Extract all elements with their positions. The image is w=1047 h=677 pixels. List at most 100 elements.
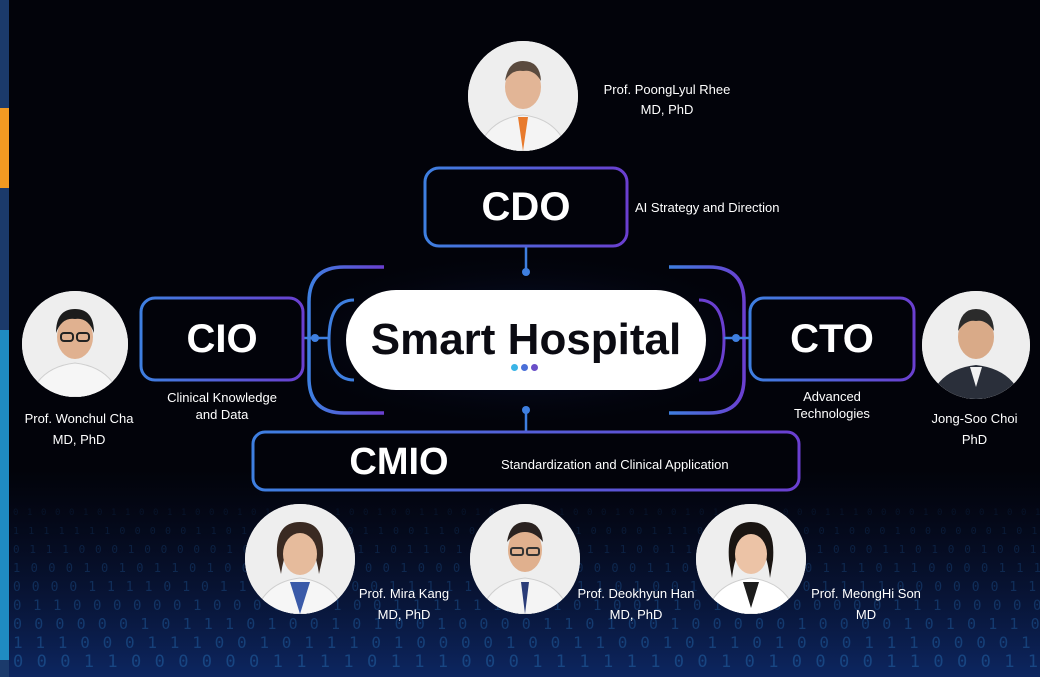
binary-digit: 1 (893, 561, 900, 575)
binary-digit: 0 (954, 633, 964, 652)
binary-digit: 1 (1030, 543, 1037, 556)
binary-digit: 1 (147, 633, 157, 652)
left-accent-orange (0, 108, 9, 188)
binary-digit: 0 (833, 598, 841, 614)
binary-digit: 1 (817, 543, 824, 556)
binary-digit: 1 (887, 633, 897, 652)
binary-digit: 0 (629, 561, 636, 575)
binary-digit: 1 (439, 526, 445, 537)
binary-digit: 0 (693, 598, 701, 614)
binary-digit: 0 (997, 543, 1004, 556)
binary-digit: 1 (690, 580, 698, 595)
binary-digit: 0 (37, 652, 47, 672)
binary-digit: 1 (182, 580, 190, 595)
binary-digit: 0 (965, 508, 970, 518)
binary-digit: 0 (925, 615, 934, 633)
binary-digit: 1 (573, 633, 583, 652)
binary-digit: 0 (202, 652, 212, 672)
binary-digit: 0 (601, 508, 606, 518)
binary-digit: 0 (875, 561, 882, 575)
binary-digit: 1 (853, 508, 858, 518)
binary-digit: 0 (226, 526, 232, 537)
binary-digit: 1 (259, 633, 269, 652)
binary-digit: 0 (805, 561, 812, 575)
binary-digit: 1 (407, 543, 414, 556)
binary-digit: 0 (873, 598, 881, 614)
hub-title: Smart Hospital (370, 315, 682, 364)
binary-digit: 0 (594, 561, 601, 575)
binary-digit: 0 (139, 508, 144, 518)
binary-digit: 1 (13, 561, 20, 575)
binary-digit: 0 (180, 526, 186, 537)
binary-digit: 1 (878, 580, 886, 595)
binary-digit: 0 (60, 652, 70, 672)
binary-digit: 0 (528, 633, 538, 652)
binary-digit: 0 (150, 526, 156, 537)
cio-label: CIO (186, 317, 258, 361)
binary-digit: 1 (1028, 580, 1036, 595)
binary-digit: 1 (1028, 652, 1038, 672)
binary-digit: 0 (349, 508, 354, 518)
binary-digit: 0 (745, 652, 755, 672)
binary-digit: 1 (35, 633, 45, 652)
binary-digit: 1 (603, 652, 613, 672)
binary-digit: 0 (66, 561, 73, 575)
binary-digit: 1 (357, 543, 364, 556)
binary-digit: 0 (416, 633, 426, 652)
binary-digit: 1 (647, 561, 654, 575)
org-diagram: 0100010110011000101000110010011001001001… (9, 166, 1040, 677)
binary-digit: 0 (1013, 598, 1021, 614)
binary-pattern: 0100010110011000101000110010011001001001… (13, 508, 1040, 672)
binary-digit: 0 (135, 526, 141, 537)
binary-digit: 0 (461, 633, 471, 652)
binary-digit: 1 (170, 633, 180, 652)
binary-digit: 1 (225, 615, 234, 633)
binary-digit: 1 (393, 598, 401, 614)
binary-digit: 1 (296, 652, 306, 672)
binary-digit: 1 (797, 615, 806, 633)
binary-digit: 0 (910, 526, 916, 537)
binary-digit: 1 (579, 652, 589, 672)
binary-digit: 0 (931, 633, 941, 652)
binary-digit: 0 (282, 633, 292, 652)
binary-digit: 0 (13, 615, 22, 633)
binary-digit: 0 (685, 633, 695, 652)
binary-digit: 0 (453, 561, 460, 575)
binary-digit: 1 (823, 561, 830, 575)
binary-digit: 0 (489, 508, 494, 518)
binary-digit: 1 (840, 580, 848, 595)
binary-digit: 0 (797, 508, 802, 518)
binary-digit: 0 (957, 652, 967, 672)
binary-digit: 1 (88, 580, 96, 595)
cto-description-line1: Advanced (803, 389, 861, 404)
binary-digit: 0 (925, 526, 931, 537)
binary-digit: 1 (53, 598, 61, 614)
binary-digit: 1 (29, 543, 36, 556)
binary-digit: 1 (107, 652, 117, 672)
binary-digit: 0 (981, 561, 988, 575)
binary-digit: 0 (509, 652, 519, 672)
binary-digit: 0 (418, 561, 425, 575)
binary-digit: 0 (803, 526, 809, 537)
binary-digit: 1 (28, 526, 34, 537)
binary-digit: 0 (951, 508, 956, 518)
binary-digit: 0 (963, 561, 970, 575)
person-icon (922, 291, 1030, 399)
binary-digit: 0 (215, 633, 225, 652)
binary-digit: 1 (834, 526, 840, 537)
cto-label: CTO (790, 317, 874, 361)
binary-digit: 0 (13, 598, 21, 614)
binary-digit: 0 (933, 652, 943, 672)
binary-digit: 1 (427, 580, 435, 595)
degree-choi: PhD (961, 432, 988, 447)
binary-digit: 0 (210, 543, 217, 556)
binary-digit: 0 (363, 508, 368, 518)
binary-digit: 1 (107, 580, 115, 595)
binary-digit: 1 (903, 615, 912, 633)
binary-digit: 1 (423, 543, 430, 556)
binary-digit: 0 (986, 526, 992, 537)
binary-digit: 0 (953, 598, 961, 614)
binary-digit: 0 (652, 580, 660, 595)
binary-digit: 0 (699, 508, 704, 518)
binary-digit: 0 (416, 615, 425, 633)
